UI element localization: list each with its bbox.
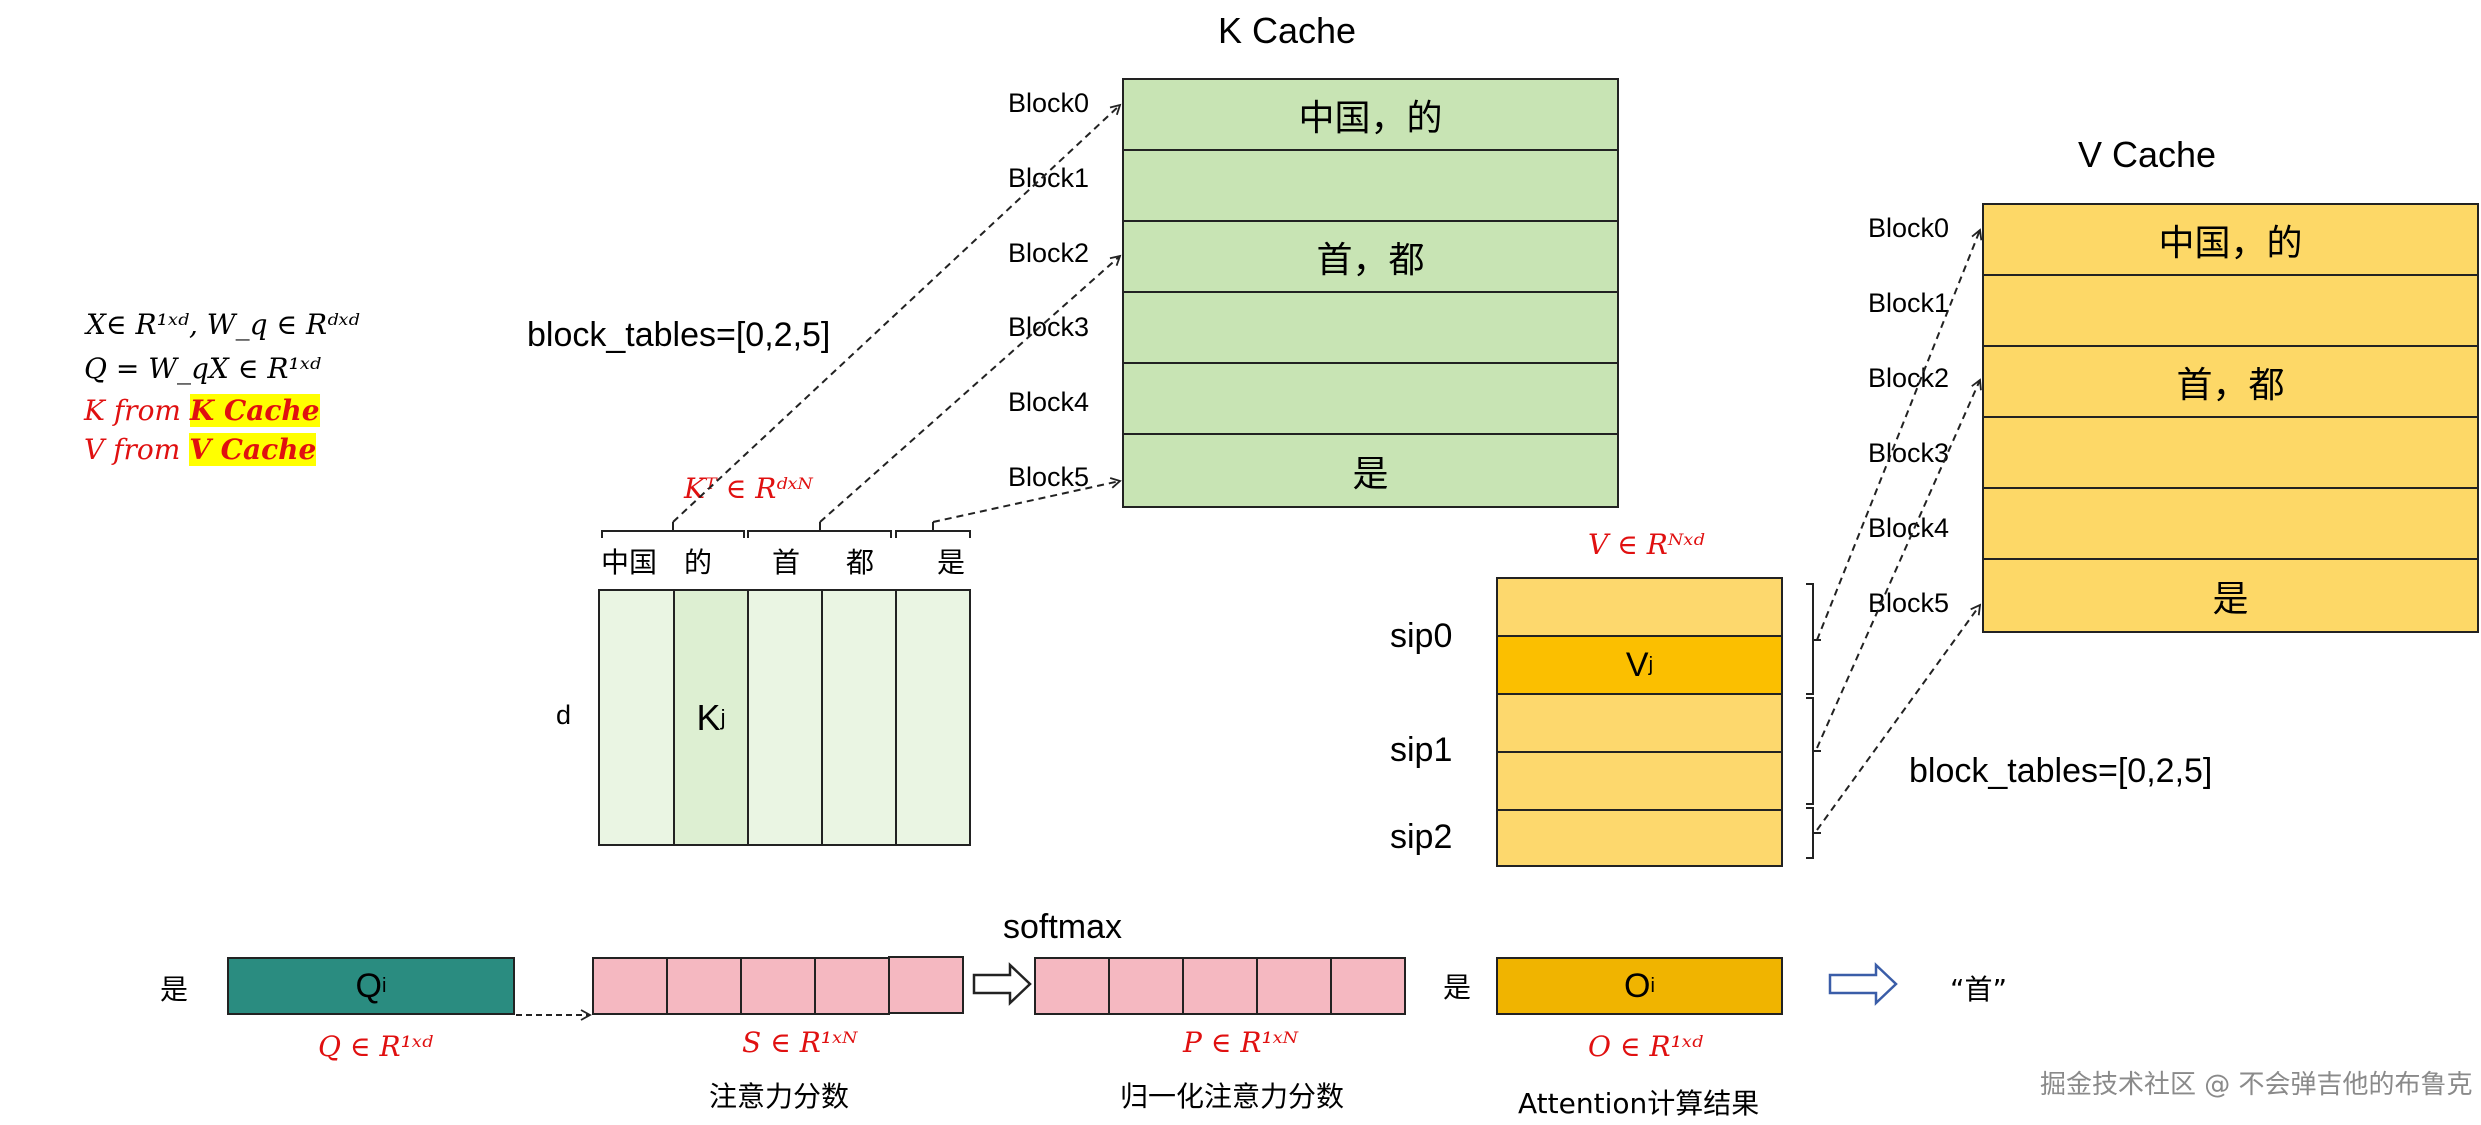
formula-x-wq: X∈ R¹ˣᵈ, W_q ∈ Rᵈˣᵈ (86, 308, 360, 341)
formula-v-from: V from V Cache (84, 433, 317, 466)
q-left-label: 是 (160, 973, 189, 1006)
vcache-cell-2: 首，都 (1982, 345, 2479, 418)
s-cell-0 (592, 957, 668, 1015)
kj-label: K (696, 696, 721, 738)
vcache-block-label-2: Block2 (1868, 363, 1950, 393)
s-cell-3 (814, 957, 890, 1015)
softmax-label: softmax (1003, 908, 1123, 946)
kcache-cell-0: 中国，的 (1122, 78, 1619, 151)
p-cell-1 (1108, 957, 1184, 1015)
kcache-block-label-3: Block3 (1008, 312, 1090, 342)
arrow-kt-block5 (932, 477, 1122, 523)
o-caption: Attention计算结果 (1518, 1087, 1760, 1120)
s-cell-4 (888, 956, 964, 1014)
v-row-4 (1496, 809, 1783, 867)
vcache-block-label-1: Block1 (1868, 288, 1950, 318)
result-arrow-icon (1828, 962, 1898, 1006)
kt-brace-1 (747, 522, 892, 538)
o-label: O (1624, 966, 1651, 1005)
formula-k-from: K from K Cache (84, 394, 320, 427)
s-caption: 注意力分数 (709, 1080, 850, 1113)
sip-label-1: sip1 (1390, 731, 1453, 769)
arrow-v-block0 (1816, 228, 1983, 641)
v-formula: V ∈ Rᴺˣᵈ (1588, 528, 1705, 561)
vcache-block-label-3: Block3 (1868, 438, 1950, 468)
v-brace-1 (1806, 697, 1821, 805)
formula-v-highlight: V Cache (189, 433, 317, 466)
sip-label-2: sip2 (1390, 818, 1453, 856)
block-tables-left: block_tables=[0,2,5] (527, 316, 831, 354)
kcache-cell-3 (1122, 291, 1619, 364)
kt-token-2: 首 (772, 546, 801, 579)
kcache-block-label-5: Block5 (1008, 462, 1090, 492)
p-cell-4 (1330, 957, 1406, 1015)
vcache-cell-0: 中国，的 (1982, 203, 2479, 276)
kt-token-4: 是 (937, 546, 966, 579)
kt-token-1: 的 (684, 546, 713, 579)
kt-column-2 (747, 589, 823, 846)
vj-label: V (1625, 645, 1649, 684)
arrow-kt-block0 (672, 103, 1122, 523)
kt-brace-2 (895, 522, 971, 538)
kt-formula: Kᵀ ∈ Rᵈˣᴺ (684, 472, 813, 505)
v-row-3 (1496, 751, 1783, 811)
q-formula: Q ∈ R¹ˣᵈ (318, 1030, 433, 1063)
q-subscript: i (382, 974, 387, 997)
o-left-label: 是 (1443, 971, 1472, 1004)
kcache-cell-5: 是 (1122, 433, 1619, 508)
q-label: Q (355, 966, 382, 1005)
result-label: “首” (1950, 973, 2008, 1006)
kt-column-3 (821, 589, 897, 846)
kcache-block-label-2: Block2 (1008, 238, 1090, 268)
kcache-block-label-1: Block1 (1008, 163, 1090, 193)
arrow-kt-block2 (819, 254, 1122, 523)
vcache-cell-3 (1982, 416, 2479, 489)
block-tables-right: block_tables=[0,2,5] (1909, 752, 2213, 790)
arrow-v-block5 (1816, 603, 1982, 831)
watermark: 掘金技术社区 @ 不会弹吉他的布鲁克 (2040, 1070, 2473, 1100)
kt-d-label: d (556, 700, 572, 730)
vcache-block-label-0: Block0 (1868, 213, 1950, 243)
v-brace-0 (1806, 583, 1821, 695)
p-formula: P ∈ R¹ˣᴺ (1183, 1026, 1299, 1059)
p-cell-3 (1256, 957, 1332, 1015)
formula-v-prefix: V from (84, 433, 190, 466)
vcache-title: V Cache (2078, 134, 2217, 175)
vj-subscript: j (1648, 653, 1654, 676)
vcache-block-label-4: Block4 (1868, 513, 1950, 543)
kcache-block-label-0: Block0 (1008, 88, 1090, 118)
p-caption: 归一化注意力分数 (1120, 1080, 1345, 1113)
kcache-block-label-4: Block4 (1008, 387, 1090, 417)
vcache-cell-5: 是 (1982, 558, 2479, 633)
kt-brace-0 (601, 522, 745, 538)
formula-k-prefix: K from (84, 394, 190, 427)
sip-label-0: sip0 (1390, 617, 1453, 655)
softmax-arrow-icon (972, 962, 1032, 1006)
kj-subscript: j (720, 704, 726, 730)
kt-column-4 (895, 589, 971, 846)
kt-token-3: 都 (846, 546, 875, 579)
kt-token-0: 中国 (601, 546, 658, 579)
formula-q: Q = W_qX ∈ R¹ˣᵈ (84, 352, 321, 385)
o-subscript: i (1650, 974, 1655, 997)
s-cell-1 (666, 957, 742, 1015)
kcache-title: K Cache (1218, 10, 1357, 51)
p-cell-0 (1034, 957, 1110, 1015)
s-cell-2 (740, 957, 816, 1015)
formula-k-highlight: K Cache (189, 394, 320, 427)
s-formula: S ∈ R¹ˣᴺ (742, 1026, 858, 1059)
o-formula: O ∈ R¹ˣᵈ (1588, 1030, 1703, 1063)
p-cell-2 (1182, 957, 1258, 1015)
v-brace-2 (1806, 807, 1821, 859)
